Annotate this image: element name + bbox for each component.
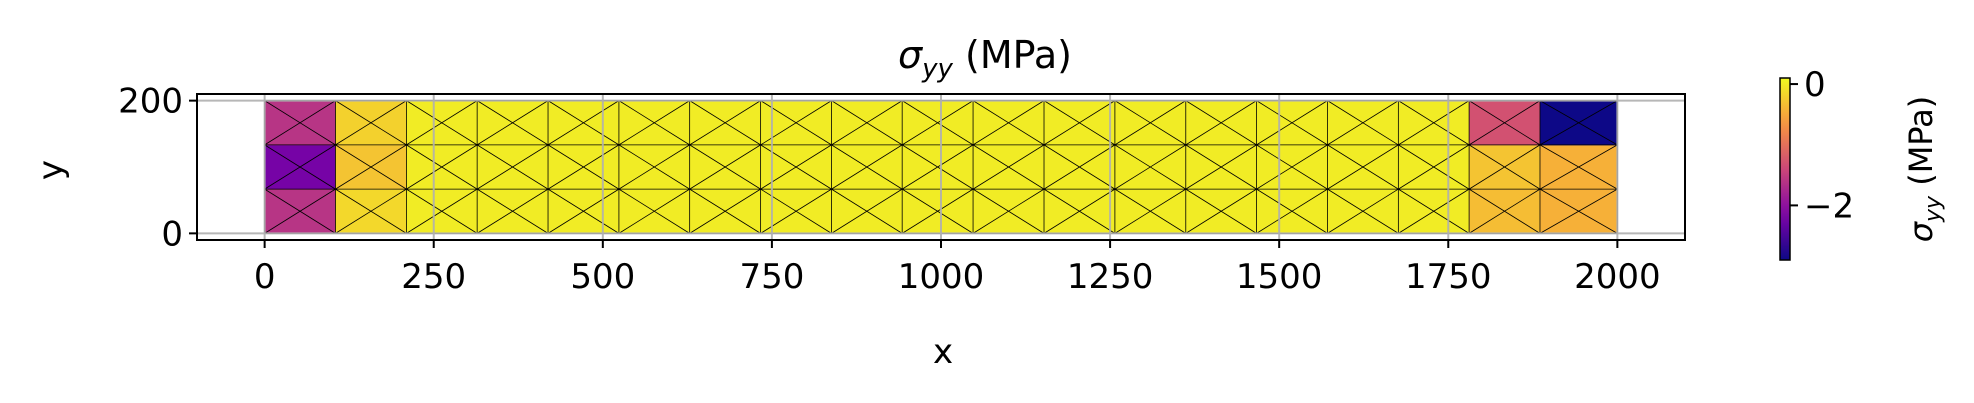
mesh-edge	[547, 100, 620, 146]
mesh-edge	[831, 144, 903, 190]
mesh-edge	[1398, 188, 1470, 234]
x-tick-label: 1250	[1067, 257, 1154, 297]
mesh-edge	[476, 188, 549, 234]
y-tick-label: 200	[118, 82, 183, 122]
mesh-edge	[1185, 100, 1257, 146]
mesh-edge	[476, 144, 549, 190]
mesh-edge	[1185, 188, 1257, 234]
mesh-edge	[1398, 144, 1470, 190]
mesh-edge	[618, 188, 690, 234]
mesh-edge	[547, 188, 620, 234]
mesh-edge	[547, 144, 620, 190]
mesh-edge	[406, 144, 478, 190]
grid-lines	[197, 94, 1685, 240]
mesh-edge	[264, 188, 336, 234]
mesh-edge	[972, 144, 1045, 190]
mesh-edge	[1468, 188, 1541, 234]
x-tick-label: 250	[401, 257, 466, 297]
x-tick-label: 1000	[898, 257, 985, 297]
mesh-edge	[1043, 144, 1116, 190]
mesh-edge	[1043, 100, 1116, 146]
chart-title: σyy (MPa)	[898, 33, 1072, 84]
mesh-edge	[1539, 100, 1618, 146]
mesh-edge	[264, 100, 336, 146]
y-axis-label: y	[31, 160, 71, 180]
mesh-edge	[618, 144, 690, 190]
mesh-edge	[335, 100, 407, 146]
mesh-edge	[406, 188, 478, 234]
mesh-edge	[1114, 100, 1186, 146]
mesh-edge	[831, 100, 903, 146]
y-axis-ticks: 0 200	[118, 82, 197, 254]
mesh-edge	[1043, 188, 1116, 234]
mesh-edge	[1256, 144, 1328, 190]
x-axis-label: x	[933, 332, 953, 372]
mesh-edge	[1539, 188, 1618, 234]
title-subscript: yy	[921, 54, 953, 84]
colorbar-ticks: 0 −2	[1790, 65, 1854, 226]
mesh-edge	[1114, 144, 1186, 190]
mesh-edge	[1539, 144, 1618, 190]
mesh-edge	[689, 144, 761, 190]
x-axis-ticks: 0 250 500 750 1000 1250 1500 1750 2000	[254, 240, 1661, 297]
mesh-edge	[1256, 188, 1328, 234]
mesh-edge	[1114, 188, 1186, 234]
mesh-edge	[1468, 144, 1541, 190]
x-tick-label: 0	[254, 257, 276, 297]
colorbar	[1779, 77, 1791, 261]
mesh-edge	[335, 144, 407, 190]
mesh-edge	[1185, 144, 1257, 190]
mesh-edge	[264, 144, 336, 190]
y-tick-label: 0	[161, 214, 183, 254]
mesh-edge	[618, 100, 690, 146]
colorbar-label-symbol: σ	[1902, 220, 1940, 242]
x-tick-label: 750	[739, 257, 804, 297]
mesh-edge	[335, 188, 407, 234]
mesh-edge	[406, 100, 478, 146]
mesh-edge	[831, 188, 903, 234]
colorbar-tick-label: −2	[1804, 186, 1854, 226]
x-tick-label: 500	[570, 257, 635, 297]
mesh-edge	[1468, 100, 1541, 146]
mesh-edge	[901, 144, 974, 190]
colorbar-label-unit: (MPa)	[1902, 96, 1940, 196]
mesh-edge	[1327, 144, 1399, 190]
title-unit: (MPa)	[953, 33, 1072, 77]
mesh-edge	[901, 188, 974, 234]
colorbar-label: σyy (MPa)	[1902, 96, 1946, 243]
mesh-edge	[689, 100, 761, 146]
mesh-edge	[1256, 100, 1328, 146]
mesh-edge	[689, 188, 761, 234]
colorbar-tick-label: 0	[1804, 65, 1826, 105]
title-symbol: σ	[898, 33, 924, 77]
x-tick-label: 2000	[1574, 257, 1661, 297]
mesh-edge	[1327, 100, 1399, 146]
mesh-edge	[1398, 100, 1470, 146]
mesh-edge	[972, 188, 1045, 234]
mesh-edge	[972, 100, 1045, 146]
x-tick-label: 1500	[1236, 257, 1323, 297]
mesh-edge	[901, 100, 974, 146]
x-tick-label: 1750	[1405, 257, 1492, 297]
mesh-edge	[1327, 188, 1399, 234]
colorbar-label-subscript: yy	[1921, 195, 1946, 223]
mesh-edge	[476, 100, 549, 146]
